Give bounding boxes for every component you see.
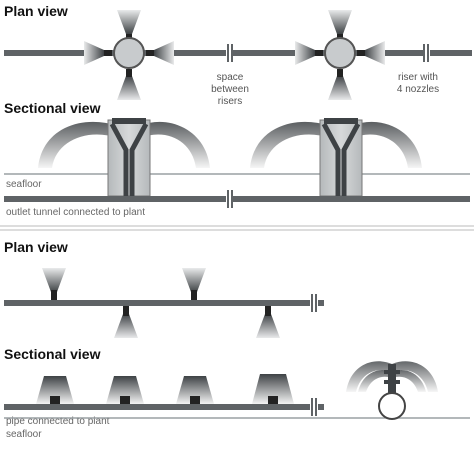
bottom-seafloor-label: seafloor: [6, 429, 42, 440]
svg-text:between: between: [211, 84, 249, 95]
riser-label: riser with 4 nozzles: [397, 72, 439, 95]
svg-text:4 nozzles: 4 nozzles: [397, 84, 439, 95]
outlet-tunnel: [4, 190, 470, 208]
pipe-cross-section: [346, 361, 438, 420]
top-seafloor-label: seafloor: [6, 179, 42, 190]
top-section-riser-1: [107, 118, 151, 197]
top-plan-view-title: Plan view: [4, 3, 68, 19]
bottom-sectional-view-title: Sectional view: [4, 346, 101, 362]
top-plan-riser-2: [295, 10, 385, 100]
top-section-plume-2: [250, 121, 422, 168]
top-section-plume-1: [38, 121, 210, 168]
bottom-section-plumes: [36, 374, 294, 404]
spacing-label: space between risers: [211, 72, 249, 107]
top-plan-riser-1: [84, 10, 174, 100]
bottom-plan-view-title: Plan view: [4, 239, 68, 255]
svg-text:space: space: [217, 72, 244, 83]
plant-pipe-label: pipe connected to plant: [6, 416, 110, 427]
top-sectional-view-title: Sectional view: [4, 100, 101, 116]
top-plan-pipe: [4, 44, 472, 62]
bottom-plan-nozzles: [42, 268, 280, 338]
bottom-plan-pipe: [4, 294, 324, 312]
outlet-tunnel-label: outlet tunnel connected to plant: [6, 207, 145, 218]
top-section-riser-2: [319, 118, 363, 197]
plant-pipe: [4, 398, 324, 416]
svg-text:risers: risers: [218, 96, 242, 107]
svg-text:riser with: riser with: [398, 72, 438, 83]
